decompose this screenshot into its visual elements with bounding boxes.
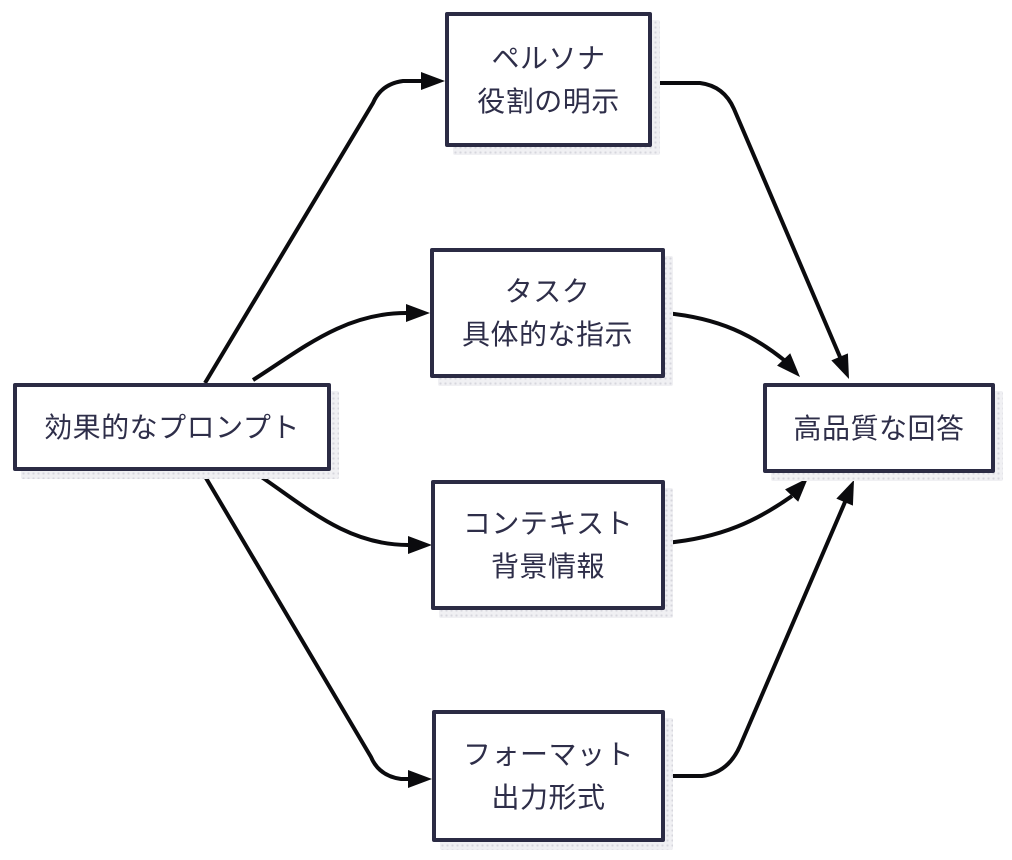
node-answer: 高品質な回答 [763, 383, 1003, 481]
node-prompt: 効果的なプロンプト [13, 383, 339, 479]
node-box-format: フォーマット出力形式 [432, 710, 665, 842]
node-persona: ペルソナ役割の明示 [445, 12, 660, 155]
node-format: フォーマット出力形式 [432, 710, 673, 850]
node-label-context-line1: コンテキスト [462, 508, 634, 539]
node-box-context: コンテキスト背景情報 [431, 480, 665, 610]
arrowhead-persona-to-answer [831, 353, 849, 379]
edge-format-to-answer [665, 501, 847, 778]
arrowhead-prompt-to-format [408, 770, 432, 788]
node-box-task: タスク具体的な指示 [430, 248, 665, 378]
node-label-format-line2: 出力形式 [491, 782, 606, 813]
node-label-prompt-line1: 効果的なプロンプト [44, 411, 300, 443]
arrowhead-context-to-answer [785, 478, 808, 502]
node-label-answer-line1: 高品質な回答 [793, 412, 965, 444]
node-box-prompt: 効果的なプロンプト [13, 383, 331, 471]
node-label-format-line1: フォーマット [462, 739, 634, 770]
node-label-persona-line1: ペルソナ [491, 42, 606, 74]
node-label-context-line2: 背景情報 [490, 551, 605, 582]
arrowhead-prompt-to-task [406, 304, 430, 322]
arrowhead-format-to-answer [836, 480, 854, 506]
node-task: タスク具体的な指示 [430, 248, 673, 386]
arrowhead-prompt-to-context [408, 536, 432, 554]
node-box-persona: ペルソナ役割の明示 [445, 12, 652, 147]
node-label-persona-line2: 役割の明示 [477, 85, 620, 117]
edge-prompt-to-format [201, 471, 408, 781]
edge-prompt-to-context [255, 472, 409, 547]
node-box-answer: 高品質な回答 [763, 383, 995, 473]
edge-task-to-answer [664, 311, 786, 362]
edge-prompt-to-persona [203, 79, 421, 385]
arrowhead-task-to-answer [777, 353, 800, 377]
edge-persona-to-answer [652, 81, 842, 358]
node-context: コンテキスト背景情報 [431, 480, 673, 618]
node-label-task-line1: タスク [504, 276, 591, 307]
edge-prompt-to-task [251, 311, 407, 382]
node-label-task-line2: 具体的な指示 [461, 319, 633, 350]
arrowhead-prompt-to-persona [421, 72, 445, 90]
edge-context-to-answer [664, 494, 794, 545]
